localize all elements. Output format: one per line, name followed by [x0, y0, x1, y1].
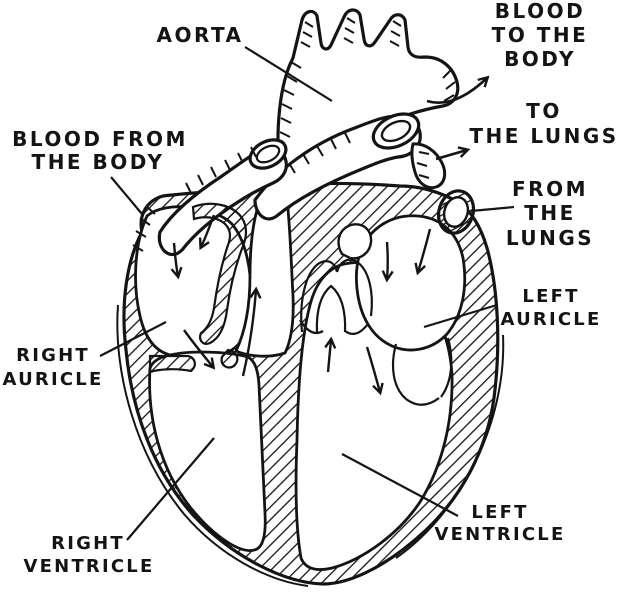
vena-cava-opening-inner	[255, 144, 281, 164]
flow-arrow-mitral	[365, 346, 384, 396]
blood-to-body-arrow	[426, 75, 490, 105]
label-aorta: AORTA	[156, 23, 243, 47]
leader-blood-from-body	[110, 176, 143, 215]
to-lungs-arrow	[435, 146, 471, 161]
label-left-ventricle-line1: LEFT	[471, 502, 528, 523]
labels: AORTA BLOOD TO THE BODY TO THE LUNGS FRO…	[3, 0, 618, 577]
blood-flow-arrows	[170, 214, 432, 396]
label-to-lungs-line1: TO	[526, 99, 562, 123]
tricuspid-valve-flap-right	[220, 348, 239, 369]
label-blood-from-body-line1: BLOOD FROM	[12, 127, 188, 151]
pulmonary-vein-opening-inner	[442, 196, 470, 228]
vena-cava-vessel	[157, 147, 288, 257]
left-auricle-cavity	[354, 214, 467, 352]
outer-contour-right	[395, 334, 505, 559]
left-atrial-appendage	[337, 223, 373, 260]
flow-arrow-right-auricle-2	[170, 242, 183, 280]
label-blood-to-body-line2: TO THE	[492, 23, 589, 47]
label-right-ventricle-line1: RIGHT	[51, 533, 125, 554]
leader-right-ventricle	[126, 437, 215, 541]
leader-left-auricle	[423, 303, 498, 329]
label-to-lungs-line2: THE LUNGS	[469, 124, 618, 148]
label-blood-to-body-line3: BODY	[504, 47, 576, 71]
mitral-valve-leaflets	[391, 337, 453, 406]
label-right-auricle-line2: AURICLE	[3, 369, 104, 390]
flow-arrow-left-auricle-2	[414, 228, 432, 276]
label-blood-to-body-line1: BLOOD	[495, 0, 585, 23]
leader-right-auricle	[99, 321, 167, 357]
flow-arrow-right-ventricle-up	[241, 286, 262, 377]
leader-from-lungs	[470, 205, 515, 213]
label-from-lungs-line2: THE	[524, 201, 576, 225]
callouts	[99, 46, 515, 541]
pulmonary-artery-opening-inner	[380, 119, 412, 143]
leader-aorta	[244, 46, 333, 102]
label-left-auricle-line1: LEFT	[522, 286, 579, 307]
flow-arrow-tricuspid	[183, 329, 216, 370]
pulmonary-artery-branch	[410, 142, 447, 190]
aortic-valve-cusps	[299, 258, 373, 336]
outer-contour-left	[116, 304, 309, 587]
flow-arrow-left-auricle-1	[381, 241, 394, 283]
label-from-lungs-line3: LUNGS	[506, 226, 594, 250]
right-atrial-wall-hook	[191, 202, 247, 345]
label-left-auricle-line2: AURICLE	[501, 309, 602, 330]
label-from-lungs-line1: FROM	[512, 177, 588, 201]
vessel-hatch-ticks	[132, 17, 456, 252]
label-blood-from-body-line2: THE BODY	[32, 150, 165, 174]
label-left-ventricle-line2: VENTRICLE	[435, 524, 566, 545]
flow-arrow-left-ventricle-up	[324, 336, 337, 373]
label-right-auricle-line1: RIGHT	[16, 345, 90, 366]
leader-lines	[99, 46, 515, 541]
leader-left-ventricle	[341, 453, 459, 517]
flow-arrow-right-auricle-1	[198, 214, 216, 251]
label-right-ventricle-line2: VENTRICLE	[24, 556, 155, 577]
tricuspid-valve-flap-left	[148, 354, 196, 374]
